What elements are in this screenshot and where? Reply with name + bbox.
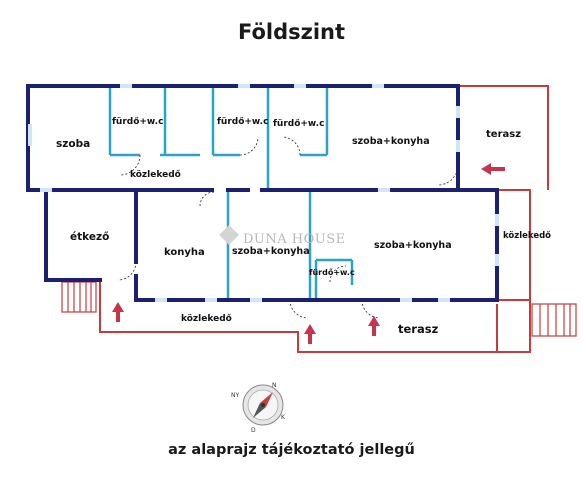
room-label-furdo-1: fürdő+w.c	[112, 117, 163, 127]
terrace-bottom-right-outline	[497, 300, 531, 353]
room-label-kozlekedo-bottom: közlekedő	[181, 314, 232, 324]
room-label-szoba-konyha-mid: szoba+konyha	[232, 246, 310, 257]
terrace-outlines	[99, 85, 549, 353]
compass-w: NY	[231, 392, 239, 399]
arrow-up-icon	[112, 302, 124, 322]
watermark-text: DUNA HOUSE	[243, 232, 346, 247]
inner-walls	[108, 88, 354, 300]
kozlekedo-right-outline	[497, 189, 531, 301]
room-label-terasz-right: terasz	[486, 129, 521, 140]
entry-arrows	[112, 163, 505, 344]
room-labels: szoba fürdő+w.c fürdő+w.c fürdő+w.c szob…	[56, 117, 551, 336]
room-label-etkezo: étkező	[70, 231, 109, 243]
room-label-szoba-konyha-right: szoba+konyha	[374, 240, 452, 251]
room-label-kozlekedo-right: közlekedő	[503, 231, 551, 241]
watermark-logo	[219, 225, 239, 245]
room-label-szoba: szoba	[56, 138, 90, 150]
disclaimer-text: az alaprajz tájékoztató jellegű	[168, 442, 415, 458]
room-label-furdo-4: fürdő+w.c	[309, 268, 355, 277]
stairs-right	[531, 303, 577, 337]
room-label-terasz-bottom: terasz	[398, 322, 439, 336]
compass-icon: N K D NY	[231, 382, 286, 434]
watermark: DUNA HOUSE	[219, 225, 346, 247]
compass-e: K	[281, 414, 286, 421]
room-label-kozlekedo-top: közlekedő	[130, 170, 181, 180]
windows	[28, 84, 499, 302]
room-label-konyha: konyha	[164, 247, 205, 258]
terrace-bottom-outline	[99, 278, 498, 353]
room-label-furdo-2: fürdő+w.c	[217, 117, 268, 127]
door-swings	[117, 136, 459, 319]
arrow-up-icon	[368, 316, 380, 336]
arrow-left-icon	[481, 163, 505, 175]
compass-n: N	[272, 382, 277, 389]
arrow-up-icon	[304, 324, 316, 344]
compass-s: D	[251, 427, 256, 434]
room-label-furdo-3: fürdő+w.c	[273, 119, 324, 129]
terrace-right-outline	[458, 85, 549, 190]
page-title: Földszint	[237, 20, 346, 44]
stairs-left	[61, 281, 97, 313]
room-label-szoba-konyha-top: szoba+konyha	[352, 136, 430, 147]
